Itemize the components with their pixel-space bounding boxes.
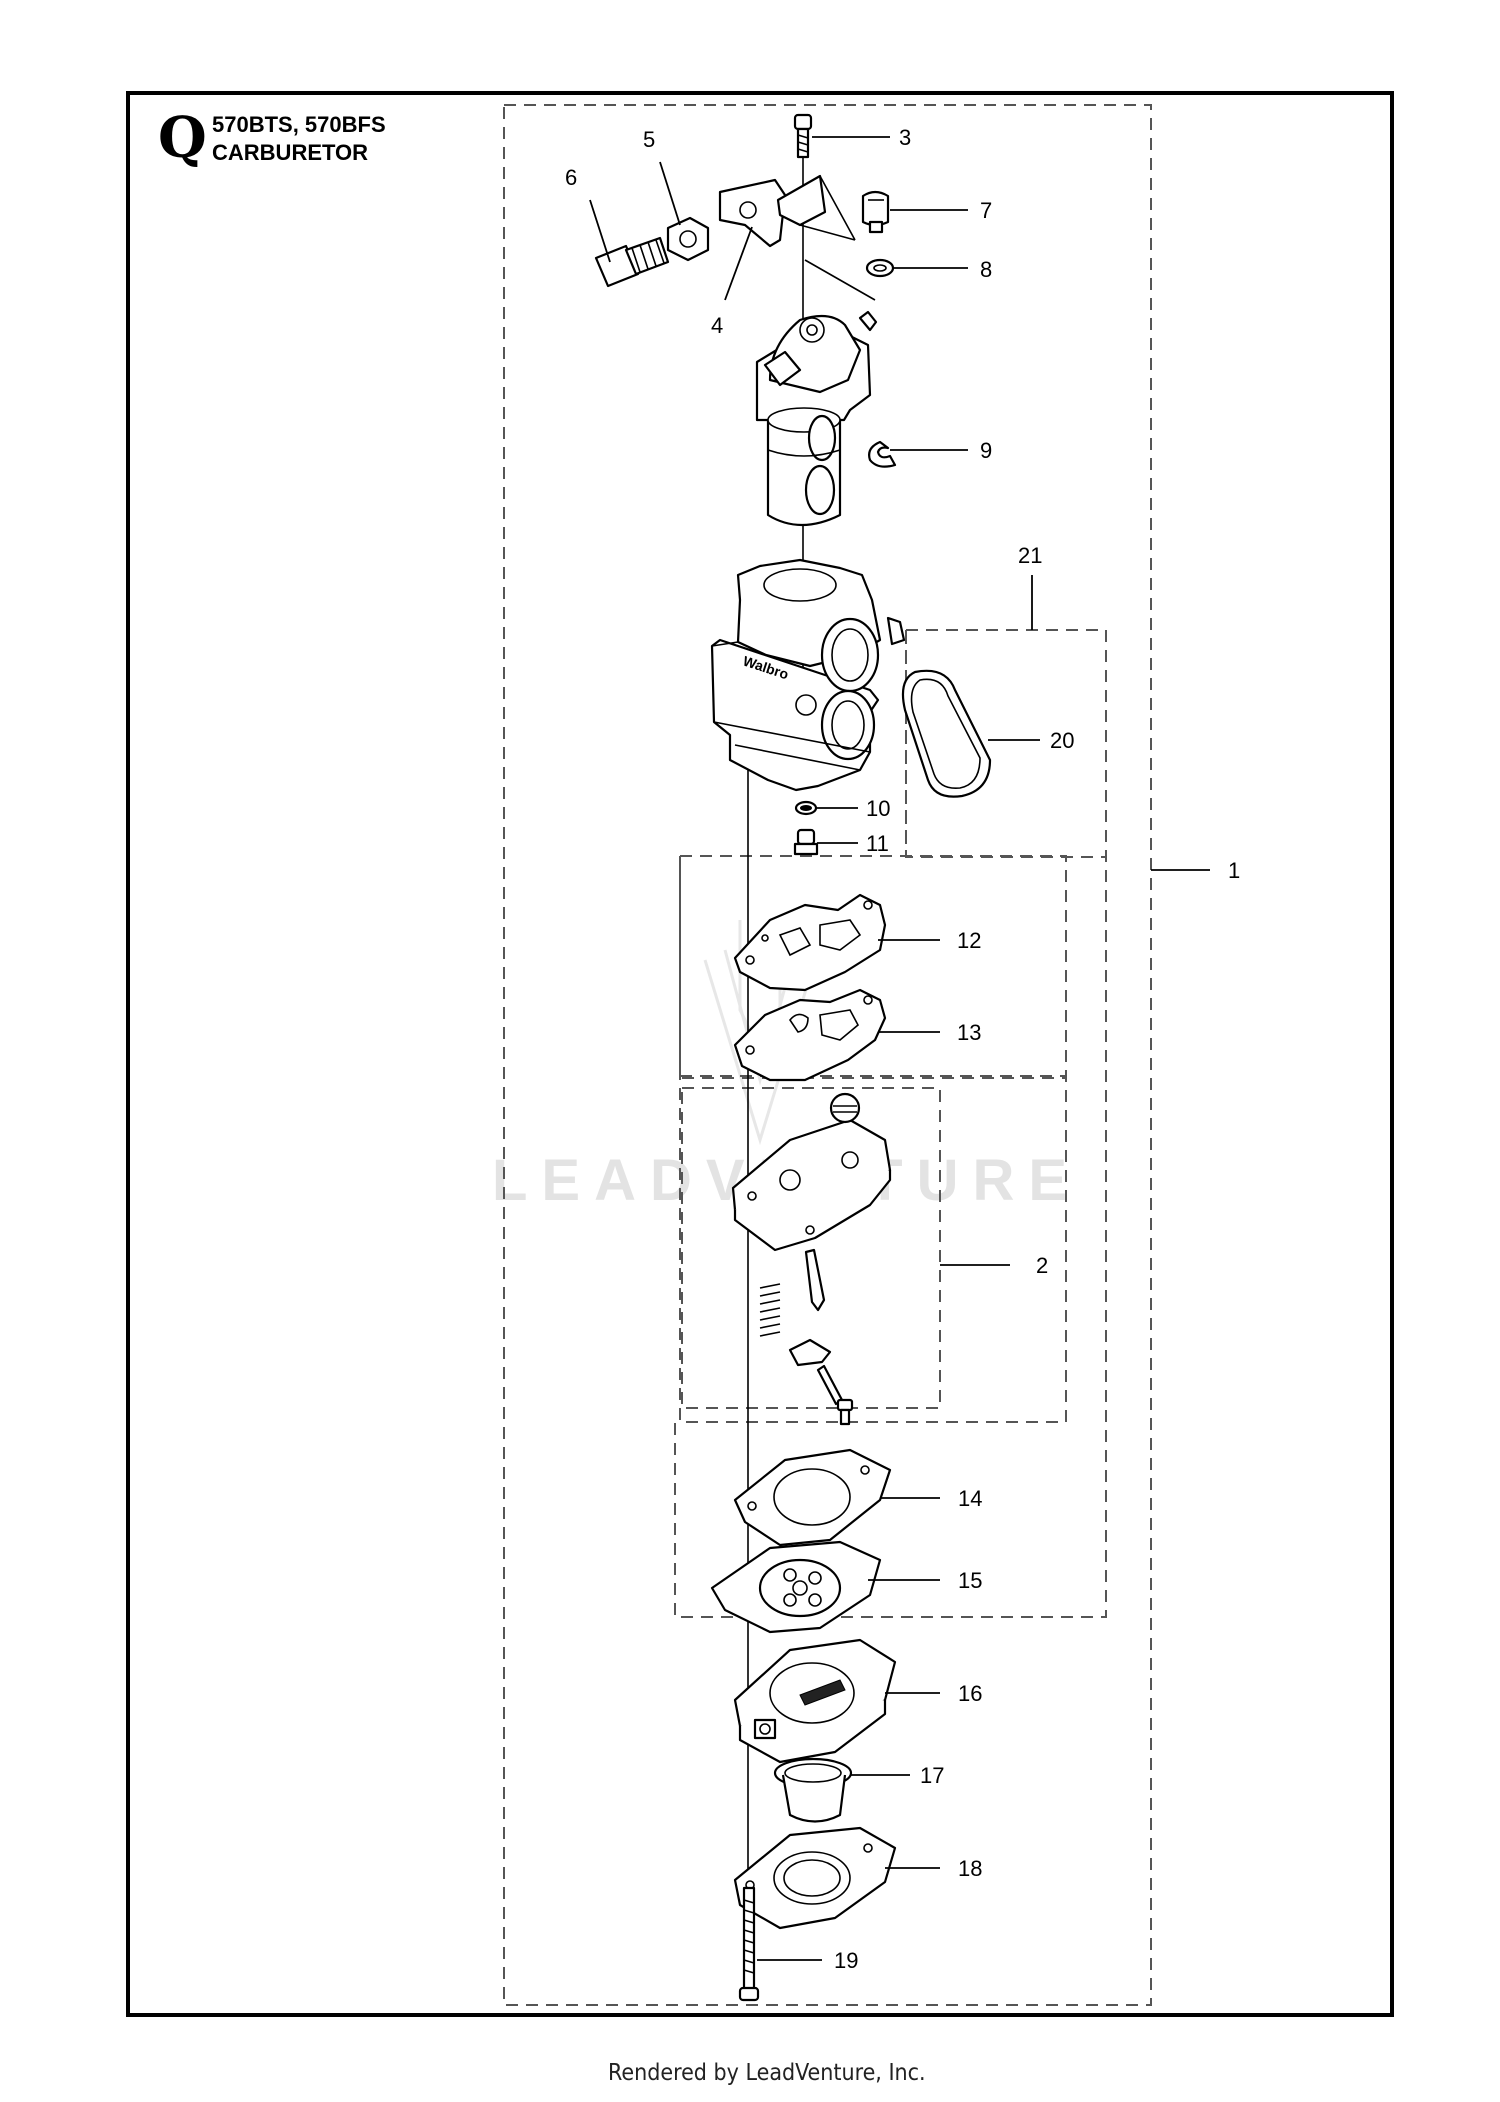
diagram-frame: [126, 91, 1394, 2017]
part-19-long-screw: [738, 1886, 760, 2002]
part-16-cover: [733, 1638, 897, 1764]
group-box-2: [681, 1087, 941, 1409]
part-15-diaphragm: [710, 1540, 882, 1634]
callout-19: 19: [834, 1948, 858, 1973]
callout-18: 18: [958, 1856, 982, 1881]
part-7-idle-screw: [861, 190, 890, 234]
part-20-gasket-ring: [901, 669, 992, 798]
part-8-washer: [865, 258, 895, 278]
part-2-metering-assembly: [731, 1092, 892, 1426]
callout-11: 11: [866, 831, 889, 856]
throttle-shaft-assembly: [755, 310, 878, 526]
callout-labels: 3 5 6 4 7 8 9 21 20 1 10 11 12 13 2 14 1…: [565, 125, 1240, 1973]
callout-2: 2: [1036, 1253, 1048, 1278]
callout-9: 9: [980, 438, 992, 463]
part-11-plug: [793, 828, 819, 856]
callout-1: 1: [1228, 858, 1240, 883]
callout-7: 7: [980, 198, 992, 223]
callout-21: 21: [1018, 543, 1042, 568]
group-box-kit-outline: [674, 629, 1107, 1618]
title-models: 570BTS, 570BFS: [212, 112, 386, 137]
section-letter: Q: [158, 105, 207, 171]
callout-13: 13: [957, 1020, 981, 1045]
callout-4: 4: [711, 313, 723, 338]
part-9-clip: [868, 440, 897, 468]
callout-3: 3: [899, 125, 911, 150]
group-box-1: [503, 104, 1152, 2006]
assembly-axis-9: [804, 259, 876, 301]
part-5-nut: [666, 216, 710, 262]
callout-14: 14: [958, 1486, 982, 1511]
group-box-kit-mid: [679, 1075, 1067, 1423]
part-14-gasket: [733, 1448, 892, 1547]
callout-17: 17: [920, 1763, 944, 1788]
callout-8: 8: [980, 257, 992, 282]
callout-20: 20: [1050, 728, 1074, 753]
group-box-gaskets: [679, 855, 1067, 1079]
callout-16: 16: [958, 1681, 982, 1706]
callout-5: 5: [643, 127, 655, 152]
part-17-filter-cup: [773, 1757, 853, 1823]
callout-15: 15: [958, 1568, 982, 1593]
part-10-oring: [794, 800, 818, 816]
title-name: CARBURETOR: [212, 140, 368, 165]
leader-lines: [589, 136, 1210, 1961]
part-3-screw: [793, 113, 813, 159]
part-13-diaphragm: [733, 988, 887, 1082]
footer-credit: Rendered by LeadVenture, Inc.: [608, 2060, 926, 2086]
callout-6: 6: [565, 165, 577, 190]
part-18-cover-plate: [733, 1826, 897, 1930]
carburetor-body: Walbro: [710, 558, 906, 792]
part-12-gasket: [733, 893, 887, 992]
part-4-throttle-lever: [718, 174, 856, 248]
callout-10: 10: [866, 796, 890, 821]
part-6-sleeve: [594, 236, 670, 288]
callout-12: 12: [957, 928, 981, 953]
